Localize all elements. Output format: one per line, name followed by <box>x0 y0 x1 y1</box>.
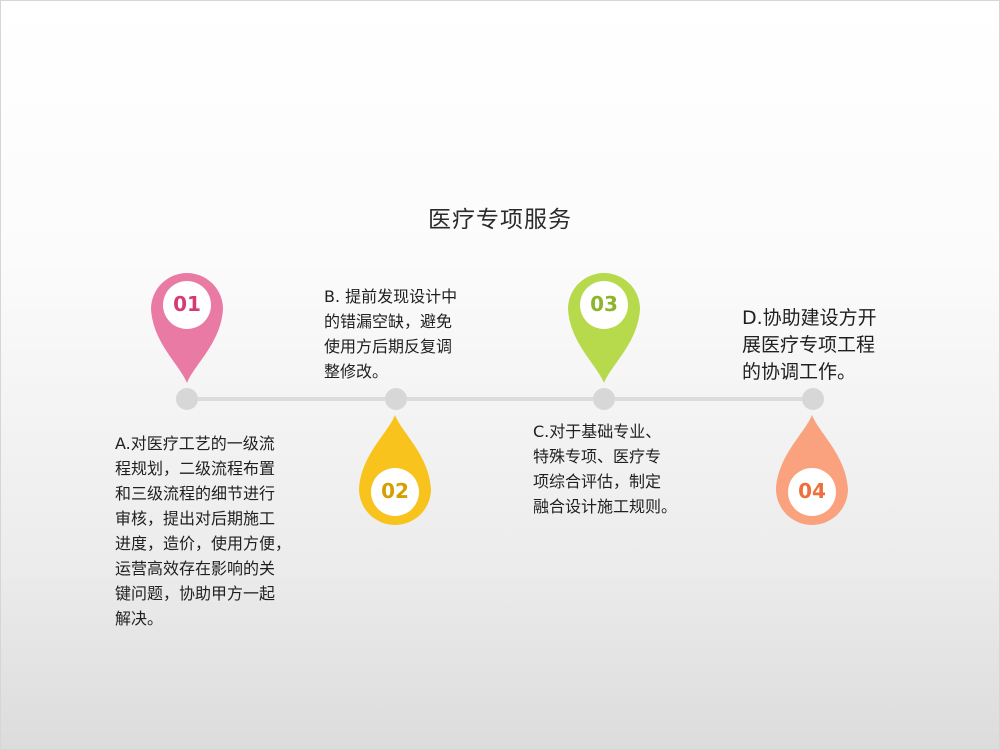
timeline-node-1 <box>176 388 198 410</box>
step-4-description: D.协助建设方开 展医疗专项工程 的协调工作。 <box>742 305 877 386</box>
map-pin-icon <box>568 273 640 383</box>
description-line: 程规划，二级流程布置 <box>115 459 276 478</box>
timeline-node-4 <box>802 388 824 410</box>
page-title: 医疗专项服务 <box>428 207 572 233</box>
description-line: 展医疗专项工程 <box>742 334 876 356</box>
drop-icon <box>776 415 848 525</box>
step-3-description: C.对于基础专业、 特殊专项、医疗专 项综合评估，制定 融合设计施工规则。 <box>533 419 677 519</box>
description-line: 项综合评估，制定 <box>533 472 662 491</box>
description-line: 的协调工作。 <box>742 361 857 383</box>
step-4-number: 04 <box>798 479 826 503</box>
step-3-number: 03 <box>590 292 618 316</box>
description-line: 特殊专项、医疗专 <box>533 447 662 466</box>
description-line: 整修改。 <box>324 362 389 381</box>
description-line: 和三级流程的细节进行 <box>115 484 276 503</box>
drop-icon <box>359 415 431 525</box>
description-line: D.协助建设方开 <box>742 307 877 329</box>
step-3-marker: 03 <box>564 265 644 385</box>
description-line: 运营高效存在影响的关 <box>115 559 276 578</box>
timeline-node-2 <box>385 388 407 410</box>
step-1-number: 01 <box>173 292 201 316</box>
timeline-line <box>186 397 813 401</box>
description-line: A.对医疗工艺的一级流 <box>115 434 275 453</box>
step-1-description: A.对医疗工艺的一级流 程规划，二级流程布置 和三级流程的细节进行 审核，提出对… <box>115 431 291 631</box>
description-line: 键问题，协助甲方一起 <box>115 584 276 603</box>
step-1-marker: 01 <box>147 265 227 385</box>
step-2-number: 02 <box>381 479 409 503</box>
timeline-node-3 <box>593 388 615 410</box>
step-2-marker: 02 <box>355 413 435 533</box>
description-line: C.对于基础专业、 <box>533 422 662 441</box>
description-line: 的错漏空缺，避免 <box>324 312 453 331</box>
description-line: 审核，提出对后期施工 <box>115 509 276 528</box>
description-line: 进度，造价，使用方便， <box>115 534 292 553</box>
description-line: 解决。 <box>115 609 164 628</box>
description-line: B. 提前发现设计中 <box>324 287 458 306</box>
step-2-description: B. 提前发现设计中 的错漏空缺，避免 使用方后期反复调 整修改。 <box>324 284 457 384</box>
description-line: 融合设计施工规则。 <box>533 497 678 516</box>
description-line: 使用方后期反复调 <box>324 337 453 356</box>
map-pin-icon <box>151 273 223 383</box>
step-4-marker: 04 <box>772 413 852 533</box>
